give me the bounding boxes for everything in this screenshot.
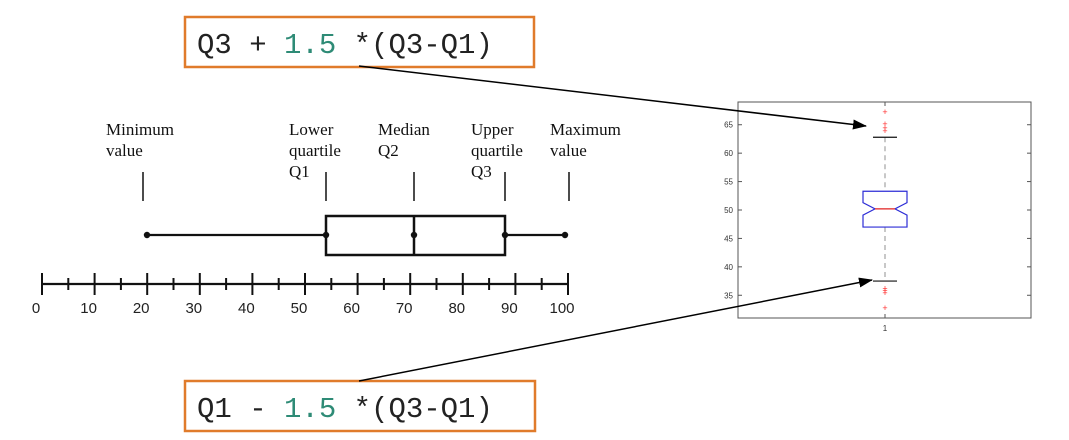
chart-outlier-point: +	[882, 303, 887, 313]
diagram-label-line: Lower	[289, 120, 334, 139]
diagram-label-text: Minimum value	[106, 120, 174, 160]
diagram-label-line: Q3	[471, 162, 492, 181]
chart-marks	[862, 136, 908, 282]
diagram-label-line: quartile	[289, 141, 341, 160]
diagram-label-text: Maximum value	[550, 120, 621, 160]
diagram-label-line: quartile	[471, 141, 523, 160]
lower-formula-frame	[183, 379, 537, 433]
diagram-axis-tick-label: 70	[396, 300, 413, 317]
chart-outlier-point: +	[882, 286, 887, 296]
lower-fence-arrow	[358, 277, 873, 382]
diagram-axis-tick-label: 90	[501, 300, 518, 317]
chart-y-tick-label: 60	[724, 149, 733, 158]
chart-outliers: ++++++++	[882, 107, 887, 313]
chart-notched-box	[862, 190, 908, 228]
chart-outlier-point: +	[882, 107, 887, 117]
lower-formula-suffix: *(Q3-Q1)	[336, 393, 493, 426]
upper-formula-frame	[183, 15, 536, 69]
chart-y-tick-label: 55	[724, 178, 733, 187]
diagram-axis-tick-label: 50	[291, 300, 308, 317]
diagram-label-line: Upper	[471, 120, 514, 139]
lower-fence-formula: Q1 - 1.5 *(Q3-Q1)	[183, 379, 537, 433]
diagram-label: Minimum value	[106, 120, 174, 201]
chart-y-tick-label: 40	[724, 263, 733, 272]
diagram-label-line: value	[106, 141, 143, 160]
diagram-axis-tick-label: 100	[549, 300, 574, 317]
chart-x-tick-label: 1	[883, 324, 888, 333]
chart-outlier-point: +	[882, 119, 887, 129]
diagram-median-point	[410, 231, 418, 239]
diagram-axis-tick-label: 10	[80, 300, 97, 317]
diagram-axis-tick-label: 60	[343, 300, 360, 317]
diagram-label: Maximum value	[550, 120, 621, 201]
diagram-number-axis: 0 10 20 30 40 50 60 70 80 90 100	[32, 273, 575, 317]
chart-y-ticks: 35 40 45 50 55 60 65 1	[724, 102, 1031, 333]
lower-formula-factor: 1.5	[284, 393, 336, 426]
diagram-box-plot	[143, 214, 569, 257]
diagram-axis-tick-label: 0	[32, 300, 40, 317]
upper-formula-prefix: Q3 +	[197, 29, 284, 62]
lower-formula-text: Q1 - 1.5 *(Q3-Q1)	[197, 393, 493, 426]
diagram-label-line: Q1	[289, 162, 310, 181]
diagram-q1-point	[322, 231, 330, 239]
diagram-label-line: value	[550, 141, 587, 160]
matlab-boxplot-chart: 35 40 45 50 55 60 65 1 ++++++++	[724, 101, 1032, 333]
diagram-q3-point	[501, 231, 509, 239]
diagram-label-line: Minimum	[106, 120, 174, 139]
diagram-axis-tick-label: 80	[448, 300, 465, 317]
chart-y-tick-label: 65	[724, 121, 733, 130]
diagram-axis-tick-label: 20	[133, 300, 150, 317]
diagram-label-line: Q2	[378, 141, 399, 160]
upper-formula-text: Q3 + 1.5 *(Q3-Q1)	[197, 29, 493, 62]
lower-formula-prefix: Q1 -	[197, 393, 284, 426]
chart-y-tick-label: 50	[724, 206, 733, 215]
chart-outlier-point: +	[882, 283, 887, 293]
upper-formula-suffix: *(Q3-Q1)	[336, 29, 493, 62]
upper-fence-arrow	[358, 65, 867, 130]
diagram-min-point	[143, 231, 151, 239]
diagram-label-line: Maximum	[550, 120, 621, 139]
chart-y-tick-label: 45	[724, 234, 733, 243]
upper-fence-formula: Q3 + 1.5 *(Q3-Q1)	[183, 15, 536, 69]
chart-y-tick-label: 35	[724, 291, 733, 300]
chart-outlier-point: +	[882, 126, 887, 136]
upper-formula-factor: 1.5	[284, 29, 336, 62]
diagram-max-point	[561, 231, 569, 239]
diagram-label-line: Median	[378, 120, 430, 139]
chart-outlier-point: +	[882, 123, 887, 133]
diagram-axis-tick-label: 40	[238, 300, 255, 317]
diagram-axis-tick-label: 30	[185, 300, 202, 317]
chart-outlier-point: +	[882, 288, 887, 298]
